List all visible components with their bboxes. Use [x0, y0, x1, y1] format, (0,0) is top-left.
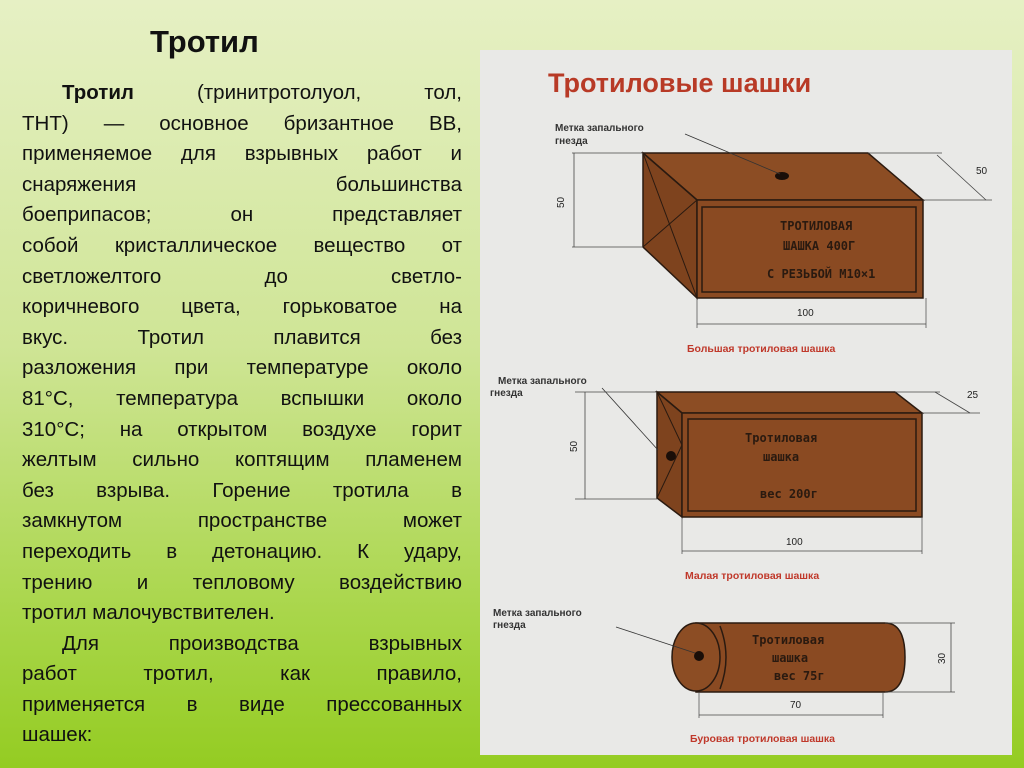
text-line: боеприпасов; он представляет: [22, 200, 462, 231]
large-depth-dim: 50: [976, 166, 988, 177]
text-line: светложелтого до светло-: [22, 262, 462, 293]
line-text: разложения при температуре около: [22, 356, 462, 380]
drill-caption: Буровая тротиловая шашка: [690, 733, 835, 745]
drill-block: Тротиловая шашка вес 75г: [671, 622, 906, 693]
large-caption: Большая тротиловая шашка: [687, 343, 836, 355]
text-line: вкус. Тротил плавится без: [22, 323, 462, 354]
line-text: снаряжения большинства: [22, 172, 462, 196]
poster-diagram: Тротиловые шашки ТРОТИЛОВАЯ ШАШКА 400Г С…: [490, 68, 992, 745]
text-line: снаряжения большинства: [22, 170, 462, 201]
fuse-label: Метка запального: [498, 376, 587, 387]
text-line: шашек:: [22, 720, 462, 751]
text-line: собой кристаллическое вещество от: [22, 231, 462, 262]
poster-title: Тротиловые шашки: [548, 68, 811, 98]
fuse-label: гнезда: [493, 620, 526, 631]
line-text: Для производства взрывных: [62, 631, 462, 655]
small-depth-dim: 25: [967, 390, 979, 401]
small-caption: Малая тротиловая шашка: [685, 570, 819, 582]
fuse-label: гнезда: [490, 388, 523, 399]
large-stamp-1: ТРОТИЛОВАЯ: [780, 219, 852, 233]
text-line: работ тротил, как правило,: [22, 659, 462, 690]
text-line: Для производства взрывных: [22, 629, 462, 660]
line-text: трению и тепловому воздействию: [22, 570, 462, 594]
text-line: разложения при температуре около: [22, 353, 462, 384]
large-block: ТРОТИЛОВАЯ ШАШКА 400Г С РЕЗЬБОЙ М10×1: [640, 151, 926, 300]
large-height-dim: 50: [556, 196, 567, 208]
text-line: желтым сильно коптящим пламенем: [22, 445, 462, 476]
text-line: замкнутом пространстве может: [22, 506, 462, 537]
text-line: применяется в виде прессованных: [22, 690, 462, 721]
line-text: без взрыва. Горение тротила в: [22, 478, 462, 502]
line-text: (тринитротолуол, тол,: [133, 81, 462, 104]
slide-title: Тротил: [150, 24, 259, 59]
line-text: коричневого цвета, горьковатое на: [22, 295, 462, 319]
line-text: замкнутом пространстве может: [22, 509, 462, 533]
line-text: собой кристаллическое вещество от: [22, 233, 462, 257]
line-text: 81°С, температура вспышки около: [22, 386, 462, 410]
text-line: тротил малочувствителен.: [22, 598, 462, 629]
poster-photo: Тротиловые шашки ТРОТИЛОВАЯ ШАШКА 400Г С…: [480, 50, 1012, 755]
line-text: 310°С; на открытом воздухе горит: [22, 417, 462, 441]
drill-diameter-dim: 30: [937, 652, 948, 664]
large-stamp-3: С РЕЗЬБОЙ М10×1: [767, 266, 875, 281]
small-height-dim: 50: [569, 440, 580, 452]
line-text: светложелтого до светло-: [22, 264, 462, 288]
drill-stamp-2: шашка: [772, 651, 808, 665]
drill-stamp-1: Тротиловая: [752, 633, 824, 647]
line-text: желтым сильно коптящим пламенем: [22, 448, 462, 472]
text-line: 81°С, температура вспышки около: [22, 384, 462, 415]
small-stamp-1: Тротиловая: [745, 431, 817, 445]
fuse-label: Метка запального: [555, 123, 644, 134]
text-line: коричневого цвета, горьковатое на: [22, 292, 462, 323]
drill-stamp-3: вес 75г: [774, 669, 825, 683]
small-stamp-2: шашка: [763, 450, 799, 464]
small-length-dim: 100: [786, 537, 803, 548]
line-text: тротил малочувствителен.: [22, 601, 275, 625]
line-text: ТНТ) — основное бризантное ВВ,: [22, 111, 462, 135]
text-line: без взрыва. Горение тротила в: [22, 476, 462, 507]
fuse-label: гнезда: [555, 136, 588, 147]
text-line: 310°С; на открытом воздухе горит: [22, 415, 462, 446]
line-text: переходить в детонацию. К удару,: [22, 539, 462, 563]
text-line: ТНТ) — основное бризантное ВВ,: [22, 109, 462, 140]
text-line: переходить в детонацию. К удару,: [22, 537, 462, 568]
line-text: применяется в виде прессованных: [22, 692, 462, 716]
line-text: применяемое для взрывных работ и: [22, 142, 462, 166]
line-text: работ тротил, как правило,: [22, 662, 462, 686]
line-text: вкус. Тротил плавится без: [22, 325, 462, 349]
bold-term: Тротил: [62, 81, 134, 104]
large-length-dim: 100: [797, 308, 814, 319]
line-text: боеприпасов; он представляет: [22, 203, 462, 227]
text-line: применяемое для взрывных работ и: [22, 139, 462, 170]
line-text: шашек:: [22, 723, 93, 747]
body-text: Тротил (тринитротолуол, тол,ТНТ) — основ…: [22, 78, 462, 751]
large-stamp-2: ШАШКА 400Г: [783, 239, 855, 253]
drill-length-dim: 70: [790, 700, 802, 711]
fuse-label: Метка запального: [493, 608, 582, 619]
text-line: Тротил (тринитротолуол, тол,: [22, 78, 462, 109]
small-block: Тротиловая шашка вес 200г: [654, 390, 925, 519]
text-line: трению и тепловому воздействию: [22, 568, 462, 599]
small-stamp-3: вес 200г: [760, 487, 818, 501]
